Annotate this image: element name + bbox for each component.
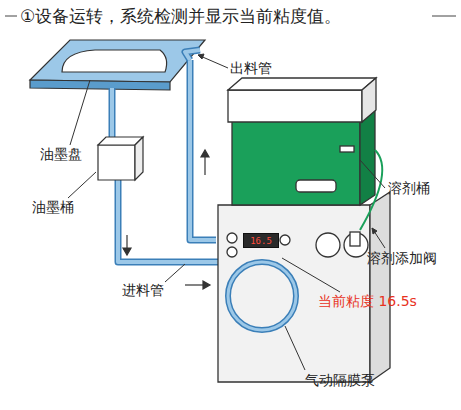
part-label: 油墨桶	[32, 199, 74, 216]
part-label: 油墨盘	[40, 146, 82, 163]
display-screen: 16.5	[243, 233, 279, 248]
part-label: 气动隔膜泵	[305, 372, 375, 389]
title-text: ①设备运转，系统检测并显示当前粘度值。	[20, 4, 445, 28]
display-value: 16.5	[250, 236, 272, 246]
part-label: 溶剂添加阀	[367, 250, 437, 267]
part-label: 出料管	[230, 60, 272, 77]
part-label: 进料管	[122, 282, 164, 299]
part-label: 当前粘度 16.5s	[318, 293, 417, 310]
part-label: 溶剂桶	[388, 180, 430, 197]
